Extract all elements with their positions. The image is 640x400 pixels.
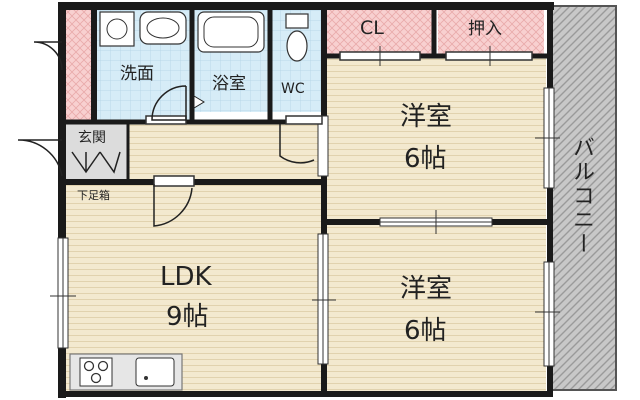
closet-label: CL (360, 17, 384, 39)
room-upper-name: 洋室 (400, 102, 453, 132)
room-upper-floor (326, 58, 546, 220)
washbasin-icon (139, 11, 187, 45)
entry-storage-top (64, 8, 94, 120)
oshiire-label: 押入 (468, 19, 502, 39)
closet-area (326, 8, 432, 56)
balcony-label: バルコニー (569, 136, 594, 256)
balcony-area (551, 5, 617, 391)
door-swing-wc (279, 124, 315, 164)
room-lower-size: 6帖 (404, 316, 447, 346)
oshiire-area (438, 8, 544, 56)
wc-label: WC (281, 81, 305, 97)
genkan-floor (66, 124, 128, 182)
door-swing-entry (17, 139, 63, 177)
genkan-label: 玄関 (78, 130, 106, 146)
door-swing-senmen (151, 85, 187, 121)
washer-icon (99, 11, 135, 47)
yokushitsu-label: 浴室 (212, 74, 246, 94)
room-lower-name: 洋室 (400, 274, 453, 304)
room-lower-floor (326, 224, 546, 394)
getabako-label: 下足箱 (77, 189, 110, 202)
genkan-step-icon (71, 151, 121, 174)
door-swing-top (33, 41, 63, 71)
senmen-label: 洗面 (120, 64, 154, 84)
ldk-size: 9帖 (166, 302, 209, 332)
toilet-icon (285, 13, 309, 29)
room-upper-size: 6帖 (404, 144, 447, 174)
hallway-floor (128, 124, 324, 182)
door-swing-ldk (153, 184, 193, 227)
bathtub-icon (197, 11, 265, 53)
ldk-name: LDK (160, 262, 212, 292)
